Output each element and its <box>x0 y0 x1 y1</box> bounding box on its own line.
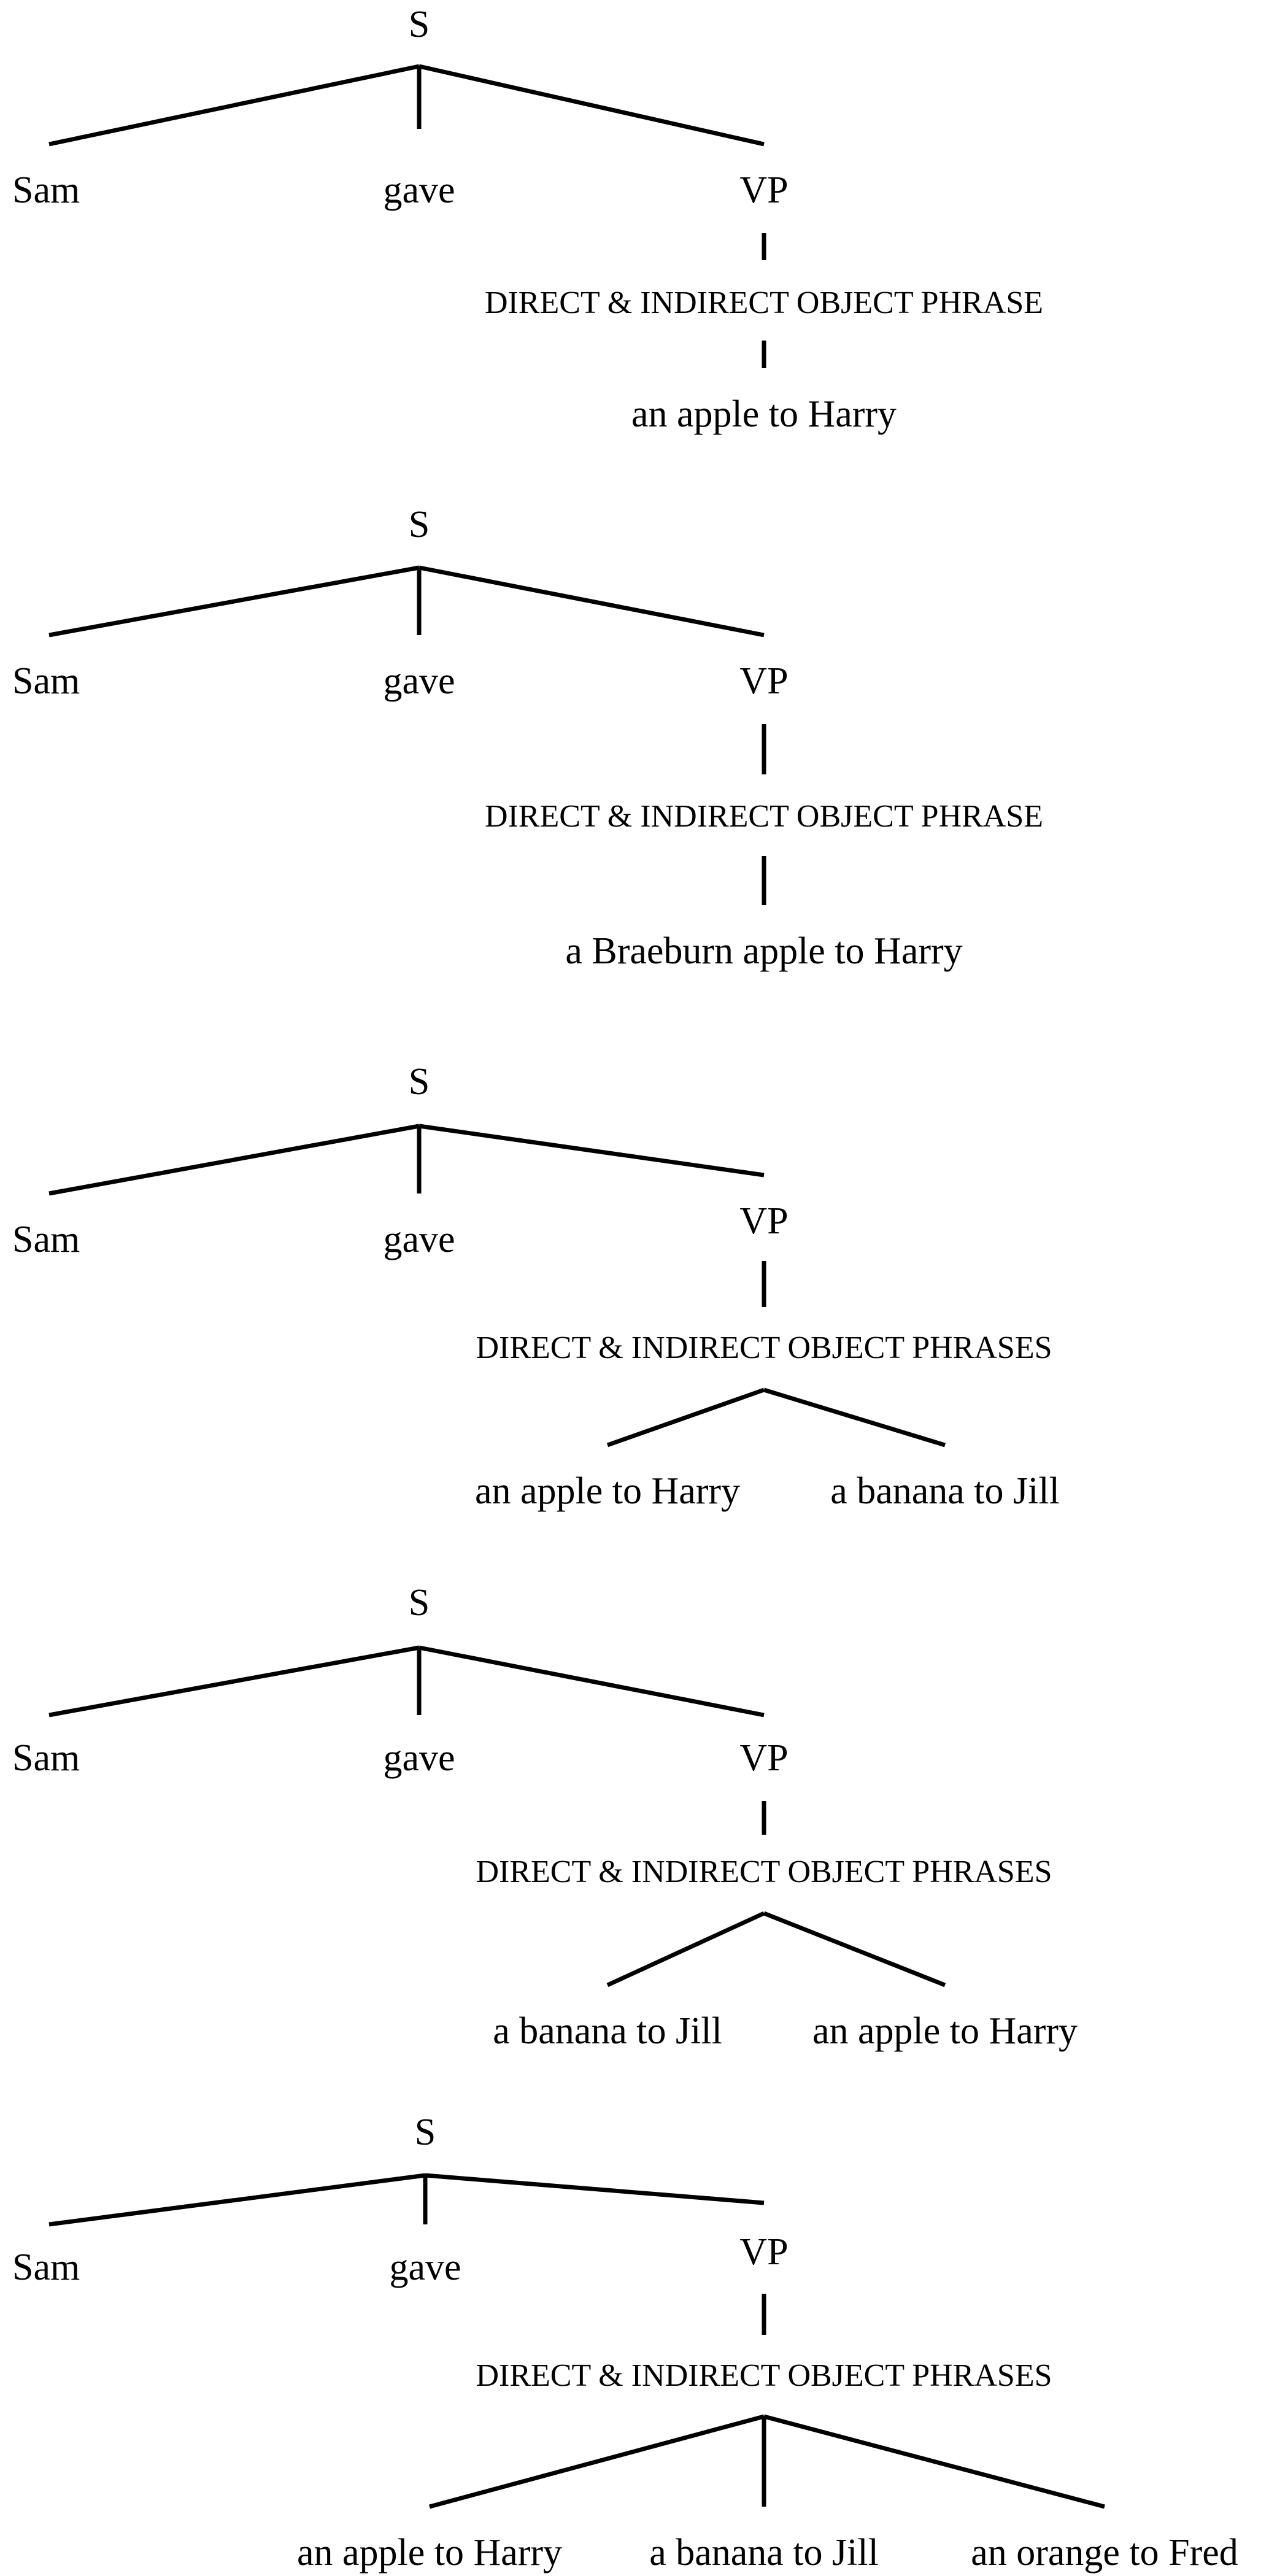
object-phrase-label: DIRECT & INDIRECT OBJECT PHRASE <box>485 285 1043 320</box>
phrase-to-object-edge-1 <box>606 1387 765 1448</box>
verb-label: gave <box>383 169 455 211</box>
vp-label: VP <box>739 2231 788 2273</box>
s-to-vp-edge <box>418 1124 765 1178</box>
vp-label: VP <box>739 169 788 211</box>
object-label: an apple to Harry <box>631 393 897 435</box>
root-label-s: S <box>409 1061 430 1103</box>
subject-label: Sam <box>12 1219 80 1260</box>
object-label-2: a banana to Jill <box>649 2532 879 2574</box>
s-to-vp-edge <box>425 2173 765 2205</box>
object-phrase-label: DIRECT & INDIRECT OBJECT PHRASES <box>476 1330 1052 1365</box>
s-to-vp-edge <box>418 64 765 147</box>
vp-label: VP <box>739 1200 788 1242</box>
object-label-2: a banana to Jill <box>830 1470 1060 1512</box>
s-to-vp-edge <box>418 565 765 638</box>
object-label-1: an apple to Harry <box>475 1470 740 1512</box>
root-label-s: S <box>409 4 430 45</box>
s-to-subject-edge <box>48 1645 420 1718</box>
vp-label: VP <box>739 660 788 702</box>
verb-label: gave <box>389 2246 461 2288</box>
verb-label: gave <box>383 1219 455 1260</box>
s-to-subject-edge <box>48 64 420 147</box>
subject-label: Sam <box>12 2246 80 2288</box>
vp-label: VP <box>739 1737 788 1779</box>
root-label-s: S <box>409 1582 430 1624</box>
object-label-1: an apple to Harry <box>297 2532 562 2574</box>
object-phrase-label: DIRECT & INDIRECT OBJECT PHRASES <box>476 1854 1052 1889</box>
subject-label: Sam <box>12 169 80 211</box>
root-label-s: S <box>415 2111 436 2153</box>
object-phrase-label: DIRECT & INDIRECT OBJECT PHRASE <box>485 799 1043 834</box>
root-label-s: S <box>409 504 430 546</box>
phrase-to-object-edge-2 <box>763 1387 946 1448</box>
phrase-to-object-edge-3 <box>763 2414 1105 2509</box>
phrase-to-object-edge-1 <box>429 2414 765 2509</box>
object-label-2: an apple to Harry <box>812 2010 1078 2052</box>
s-to-vp-edge <box>418 1645 765 1718</box>
phrase-to-object-edge-1 <box>606 1911 765 1988</box>
object-label-1: a banana to Jill <box>493 2010 722 2052</box>
subject-label: Sam <box>12 660 80 702</box>
object-label: a Braeburn apple to Harry <box>565 930 962 972</box>
verb-label: gave <box>383 1737 455 1779</box>
s-to-subject-edge <box>48 1124 420 1196</box>
s-to-subject-edge <box>48 565 420 638</box>
object-phrase-label: DIRECT & INDIRECT OBJECT PHRASES <box>476 2358 1052 2393</box>
phrase-to-object-edge-2 <box>763 1911 946 1988</box>
s-to-subject-edge <box>48 2173 426 2227</box>
subject-label: Sam <box>12 1737 80 1779</box>
object-label-3: an orange to Fred <box>971 2532 1238 2574</box>
verb-label: gave <box>383 660 455 702</box>
